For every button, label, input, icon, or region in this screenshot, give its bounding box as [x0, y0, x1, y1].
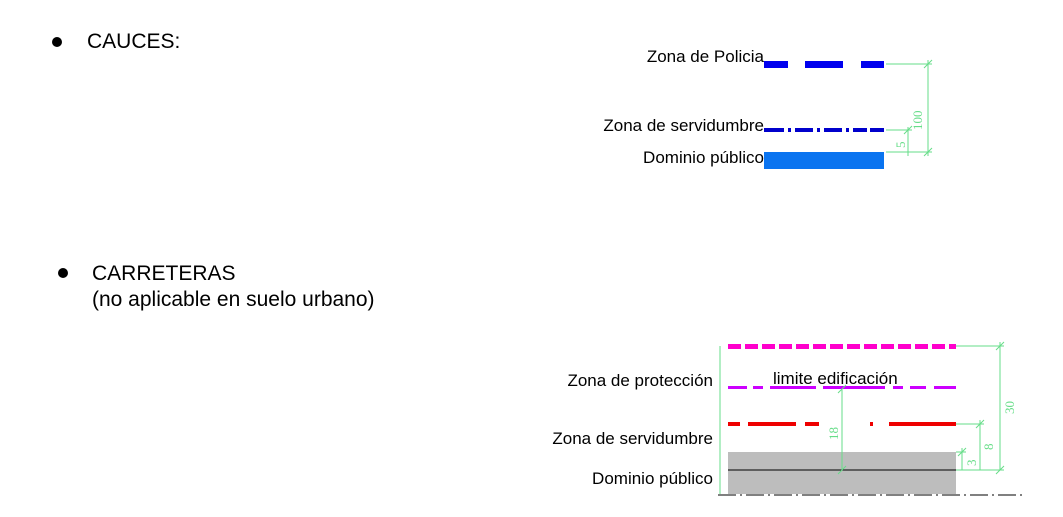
heading-cauces: CAUCES: — [87, 30, 181, 53]
bullet-cauces — [52, 37, 62, 47]
dominio-publico-band-cauces — [764, 152, 884, 169]
heading-carreteras: CARRETERAS — [92, 262, 236, 285]
policia-line — [764, 61, 884, 68]
label-dominio-publico-cauces: Dominio público — [643, 148, 764, 167]
dimension-cauces-5: 5 — [893, 142, 908, 149]
label-limite-edificacion: limite edificación — [773, 369, 898, 388]
heading-carreteras-note: (no aplicable en suelo urbano) — [92, 288, 375, 311]
dimension-carreteras-18: 18 — [826, 427, 841, 440]
servidumbre-line-carreteras — [728, 422, 956, 426]
proteccion-line — [728, 344, 956, 349]
dimension-carreteras-3: 3 — [964, 460, 979, 467]
label-zona-policia: Zona de Policia — [646, 47, 764, 66]
dimension-carreteras-30: 30 — [1002, 401, 1017, 414]
cauces-dimensions — [886, 59, 933, 157]
dimension-carreteras-8: 8 — [981, 444, 996, 451]
label-dominio-publico-carreteras: Dominio público — [592, 469, 713, 488]
servidumbre-line-cauces — [764, 128, 884, 132]
label-zona-servidumbre-cauces: Zona de servidumbre — [603, 116, 764, 135]
limite-edificacion-line — [728, 386, 956, 389]
dimension-cauces-100: 100 — [910, 111, 925, 131]
label-zona-proteccion: Zona de protección — [567, 371, 713, 390]
carreteras-dimensions — [719, 341, 1005, 494]
label-zona-servidumbre-carreteras: Zona de servidumbre — [552, 429, 713, 448]
bullet-carreteras — [58, 268, 68, 278]
